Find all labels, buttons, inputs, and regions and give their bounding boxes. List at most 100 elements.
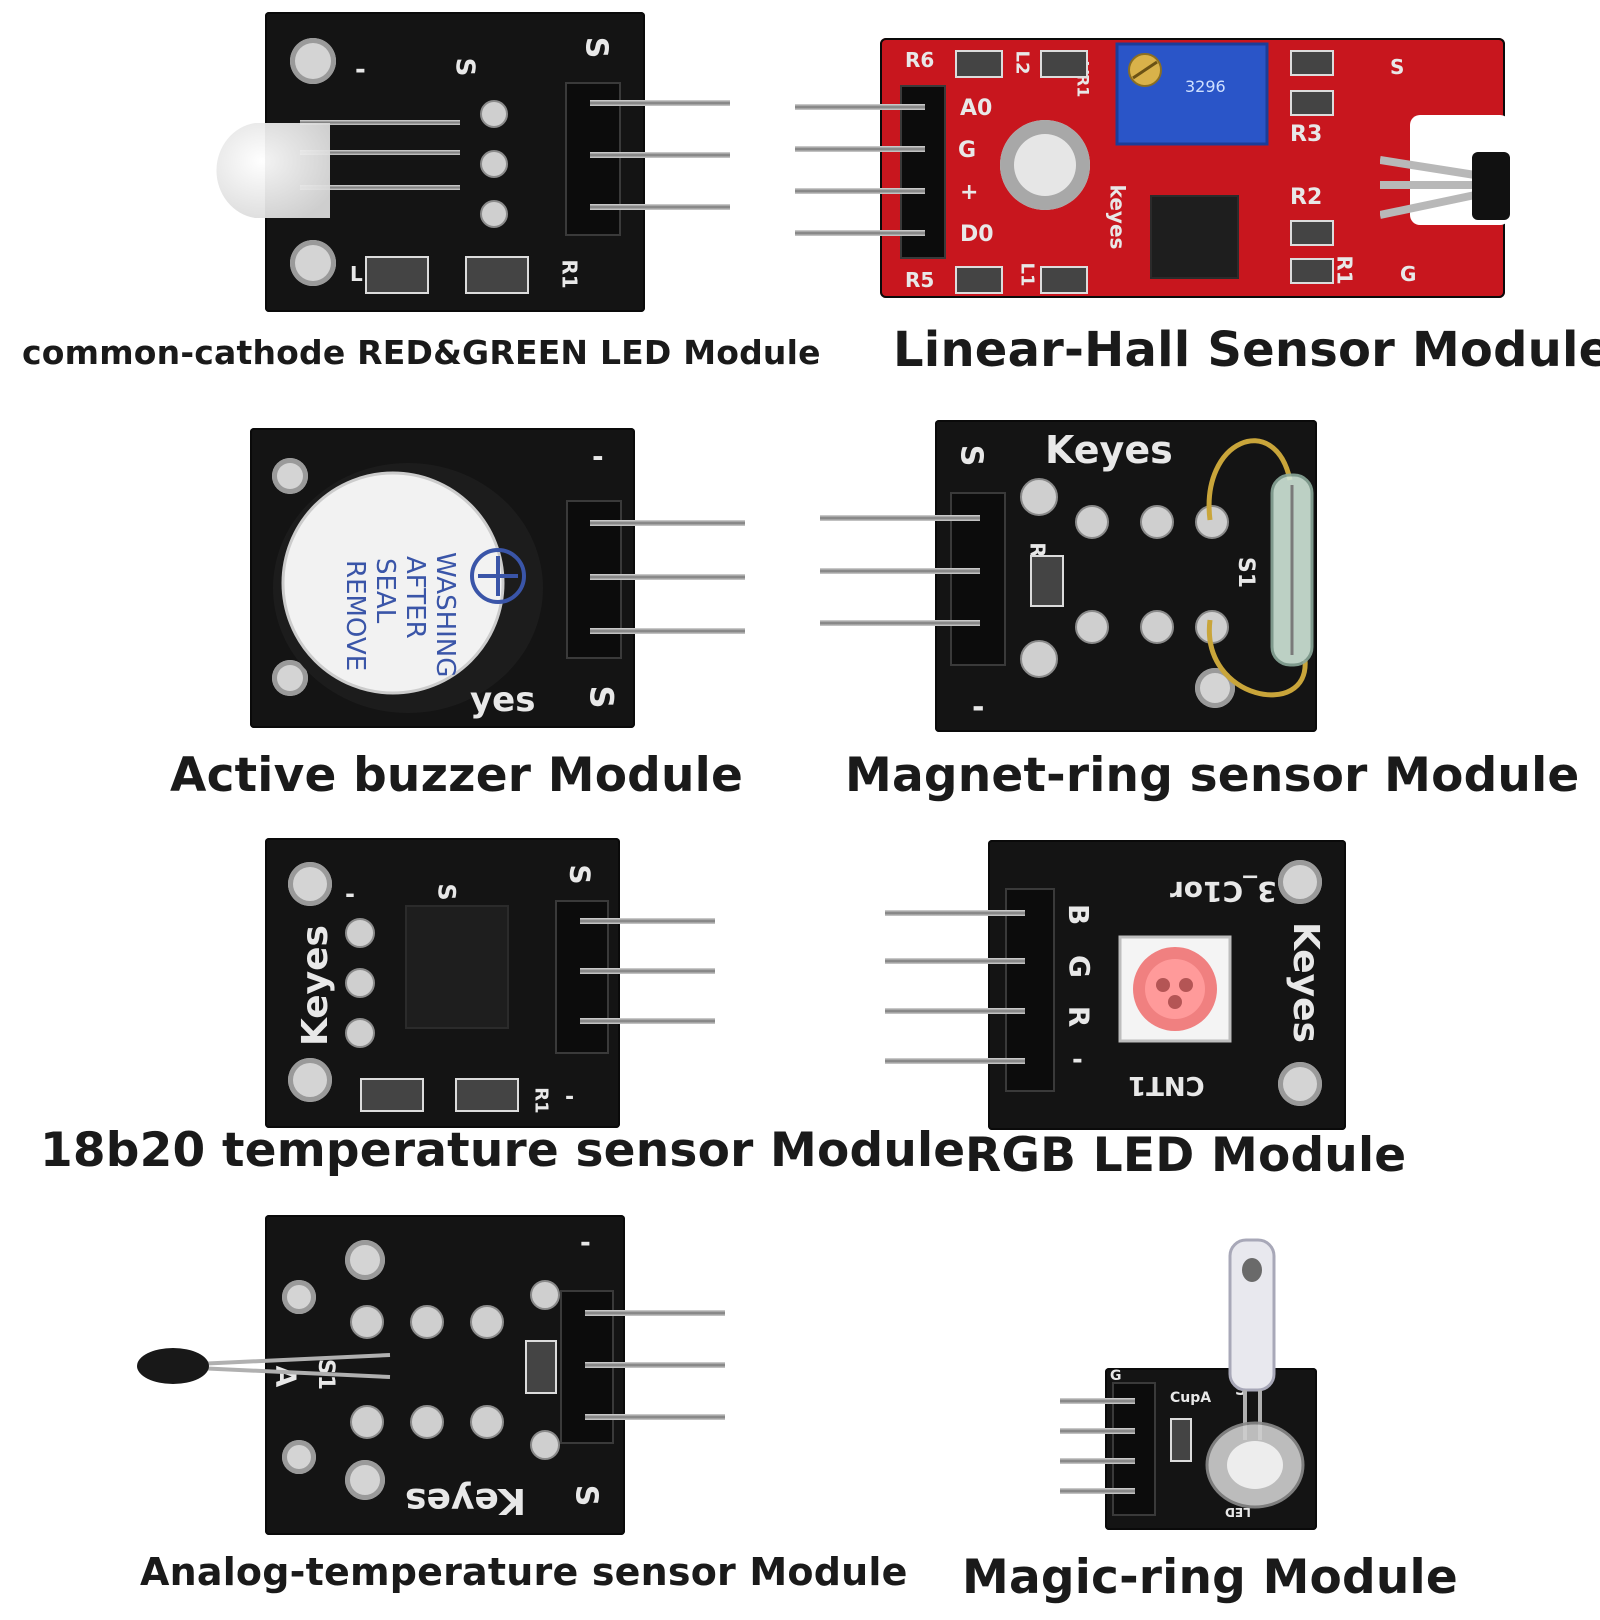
- hall-sensor-icon: [1379, 140, 1530, 234]
- solder-pad: [1195, 505, 1229, 539]
- mounting-hole: [345, 1460, 385, 1500]
- header-pin: [590, 100, 730, 106]
- silk-label: Keyes: [405, 1480, 526, 1521]
- header-pin: [795, 188, 925, 194]
- silk-label: S: [568, 1484, 604, 1507]
- header-pin: [795, 104, 925, 110]
- silk-label: A0: [960, 96, 993, 121]
- silk-label: -: [580, 1228, 591, 1258]
- rgb-led-icon: [1118, 935, 1233, 1049]
- diffused-led-icon: [215, 118, 335, 232]
- silk-label: R2: [1290, 185, 1323, 210]
- ic-chip: [1150, 195, 1239, 279]
- silk-label: S: [449, 57, 480, 77]
- module-caption: Magic-ring Module: [962, 1550, 1458, 1605]
- mounting-hole: [1278, 860, 1322, 904]
- solder-pad: [530, 1280, 560, 1310]
- header-pin: [820, 620, 980, 626]
- solder-pad: [350, 1405, 384, 1439]
- module-caption: RGB LED Module: [965, 1128, 1407, 1183]
- sticker-text: AFTER: [400, 556, 430, 639]
- smd-resistor: [525, 1340, 557, 1394]
- header-pin: [1060, 1398, 1135, 1404]
- solder-pad: [345, 918, 375, 948]
- header-pin: [585, 1362, 725, 1368]
- header-pin: [795, 230, 925, 236]
- smd-resistor: [1030, 555, 1064, 607]
- smd-led: [360, 1078, 424, 1112]
- mounting-hole: [282, 1440, 316, 1474]
- silk-label: +: [960, 180, 979, 205]
- silk-label: -: [355, 55, 366, 85]
- smd-resistor: [465, 256, 529, 294]
- silk-label: S: [432, 883, 461, 901]
- silk-label: -: [1072, 1045, 1083, 1075]
- mounting-hole: [282, 1280, 316, 1314]
- solder-pad: [1020, 478, 1058, 516]
- module-caption: Linear-Hall Sensor Module: [893, 322, 1600, 378]
- silk-label: -: [972, 690, 985, 725]
- header-pin: [580, 1018, 715, 1024]
- smd-resistor: [1170, 1418, 1192, 1462]
- silk-label: R3: [1290, 122, 1323, 147]
- silk-label: -: [565, 1085, 575, 1110]
- led-leg: [300, 120, 460, 125]
- smd-resistor: [1290, 90, 1334, 116]
- smd-resistor: [1290, 50, 1334, 76]
- silk-label: Keyes: [295, 925, 336, 1046]
- solder-pad: [350, 1305, 384, 1339]
- smd-resistor: [455, 1078, 519, 1112]
- silk-label: R6: [905, 48, 935, 72]
- silk-label: R: [1062, 1005, 1096, 1028]
- silk-label: Keyes: [1285, 922, 1326, 1043]
- silk-label: S: [953, 444, 989, 467]
- mounting-hole: [290, 38, 336, 84]
- mounting-hole: [345, 1240, 385, 1280]
- smd-resistor: [955, 50, 1003, 78]
- solder-pad: [470, 1405, 504, 1439]
- silk-label: D0: [960, 222, 994, 247]
- potentiometer-icon: 3296: [1115, 42, 1275, 156]
- mounting-hole: [1000, 120, 1090, 210]
- solder-pad: [345, 1018, 375, 1048]
- header-pin: [580, 918, 715, 924]
- silk-label: R5: [905, 268, 935, 292]
- solder-pad: [470, 1305, 504, 1339]
- module-caption: 18b20 temperature sensor Module: [40, 1123, 966, 1178]
- led-leg: [300, 185, 460, 190]
- smd-resistor: [1290, 220, 1334, 246]
- silk-label: S: [578, 36, 614, 59]
- smd-led: [365, 256, 429, 294]
- sticker-text: SEAL: [370, 558, 400, 624]
- solder-pad: [1140, 505, 1174, 539]
- thermistor-icon: [135, 1335, 395, 1399]
- silk-label: R1: [530, 1087, 552, 1114]
- module-caption: Analog-temperature sensor Module: [140, 1550, 908, 1594]
- header-pin: [1060, 1428, 1135, 1434]
- module-caption: Active buzzer Module: [170, 748, 744, 803]
- mounting-hole: [1278, 1062, 1322, 1106]
- smd-led: [1040, 50, 1088, 78]
- header-pin: [885, 958, 1025, 964]
- silk-label: -: [592, 440, 604, 473]
- module-caption: common-cathode RED&GREEN LED Module: [22, 333, 821, 372]
- pin-header: [950, 492, 1006, 666]
- solder-pad: [480, 100, 508, 128]
- header-pin: [1060, 1458, 1135, 1464]
- silk-label: S: [563, 864, 597, 885]
- header-pin: [590, 520, 745, 526]
- sticker-text: REMOVE: [340, 560, 370, 672]
- silk-label: -: [345, 880, 355, 908]
- reed-switch-icon: [1180, 420, 1340, 724]
- smd-resistor: [955, 266, 1003, 294]
- silk-label: CNT1: [1128, 1070, 1205, 1100]
- mounting-hole: [272, 660, 308, 696]
- solder-pad: [1075, 505, 1109, 539]
- buzzer-icon: [268, 458, 568, 722]
- header-pin: [590, 152, 730, 158]
- silk-label: keyes: [1105, 184, 1130, 250]
- header-pin: [590, 204, 730, 210]
- solder-pad: [410, 1305, 444, 1339]
- header-pin: [1060, 1488, 1135, 1494]
- silk-label: G: [1400, 262, 1417, 286]
